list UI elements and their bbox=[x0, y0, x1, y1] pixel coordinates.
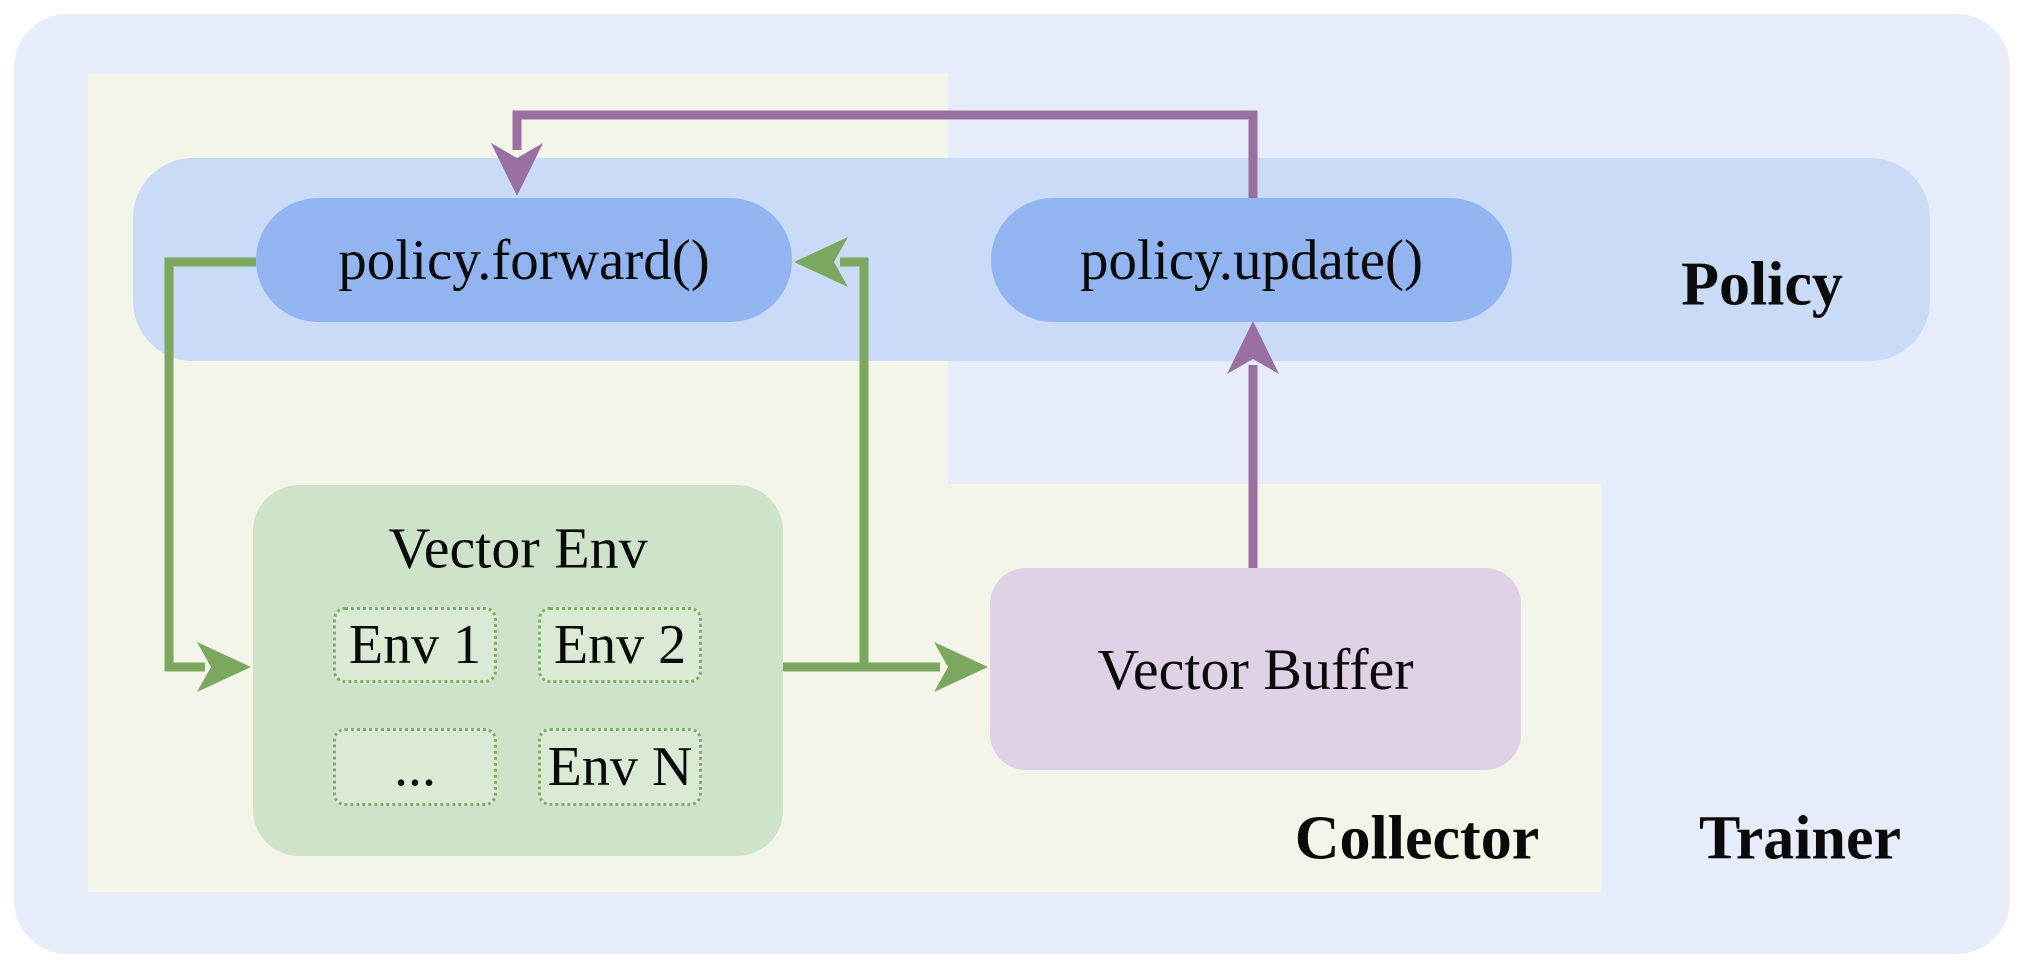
policy-region-label: Policy bbox=[1681, 250, 1843, 319]
env-item-ellipsis: ... bbox=[333, 728, 497, 806]
policy-update-label: policy.update() bbox=[1080, 228, 1423, 292]
vector-buffer-label: Vector Buffer bbox=[1097, 636, 1414, 702]
collector-region-label: Collector bbox=[1294, 804, 1540, 873]
env-item-ellipsis-label: ... bbox=[394, 736, 436, 798]
env-item-1-label: Env 1 bbox=[348, 614, 482, 676]
trainer-region-label: Trainer bbox=[1698, 804, 1902, 873]
policy-update-node: policy.update() bbox=[991, 198, 1512, 322]
env-item-2: Env 2 bbox=[538, 607, 702, 683]
policy-forward-label: policy.forward() bbox=[338, 228, 710, 292]
vector-env-title: Vector Env bbox=[388, 515, 648, 581]
env-item-2-label: Env 2 bbox=[553, 614, 687, 676]
env-item-n: Env N bbox=[538, 728, 702, 806]
env-item-1: Env 1 bbox=[333, 607, 497, 683]
policy-forward-node: policy.forward() bbox=[256, 198, 792, 322]
vector-buffer-node: Vector Buffer bbox=[990, 568, 1521, 770]
env-item-n-label: Env N bbox=[547, 736, 693, 798]
